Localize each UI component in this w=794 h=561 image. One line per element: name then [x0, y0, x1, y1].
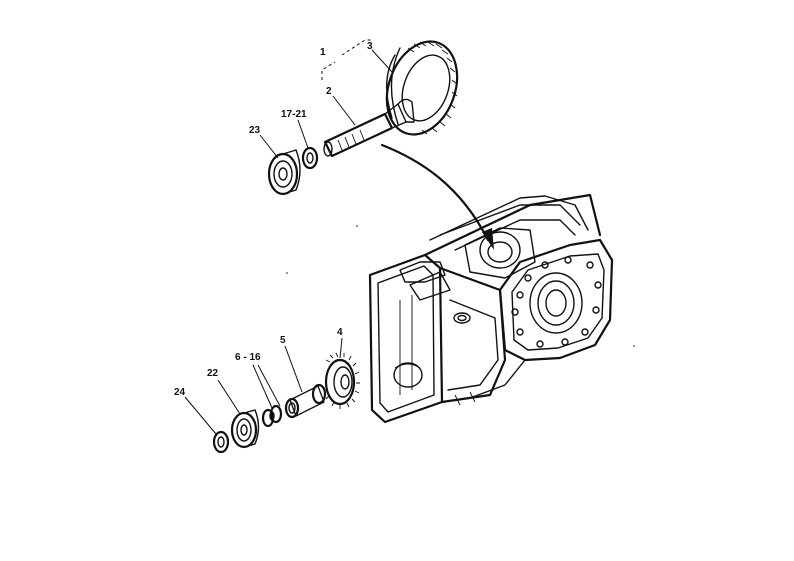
callout-24: 24: [174, 387, 186, 398]
nut: [212, 430, 230, 454]
spacer-ring: [301, 146, 319, 170]
group-bracket: [321, 39, 372, 80]
leader-lines: [184, 49, 393, 435]
bearing-bottom: [230, 409, 260, 449]
callout-3: 3: [367, 41, 373, 52]
pinion-shaft: [323, 98, 415, 158]
callout-2: 2: [326, 86, 332, 97]
callout-1: 1: [320, 47, 326, 58]
transmission-housing: [368, 193, 614, 424]
assembly-arrow-head: [482, 228, 494, 250]
callout-17-21: 17-21: [281, 109, 307, 120]
gear: [324, 352, 360, 409]
speck: [286, 272, 288, 274]
callout-23: 23: [249, 125, 261, 136]
callout-22: 22: [207, 368, 219, 379]
callout-4: 4: [337, 327, 343, 338]
assembly-arrow: [380, 143, 490, 242]
callout-6-16: 6 - 16: [235, 352, 261, 363]
ring-gear: [385, 40, 459, 136]
speck: [633, 345, 635, 347]
callout-5: 5: [280, 335, 286, 346]
speck: [356, 225, 358, 227]
shim-set: [261, 404, 283, 428]
bearing-top: [267, 149, 301, 196]
sleeve: [284, 383, 327, 419]
